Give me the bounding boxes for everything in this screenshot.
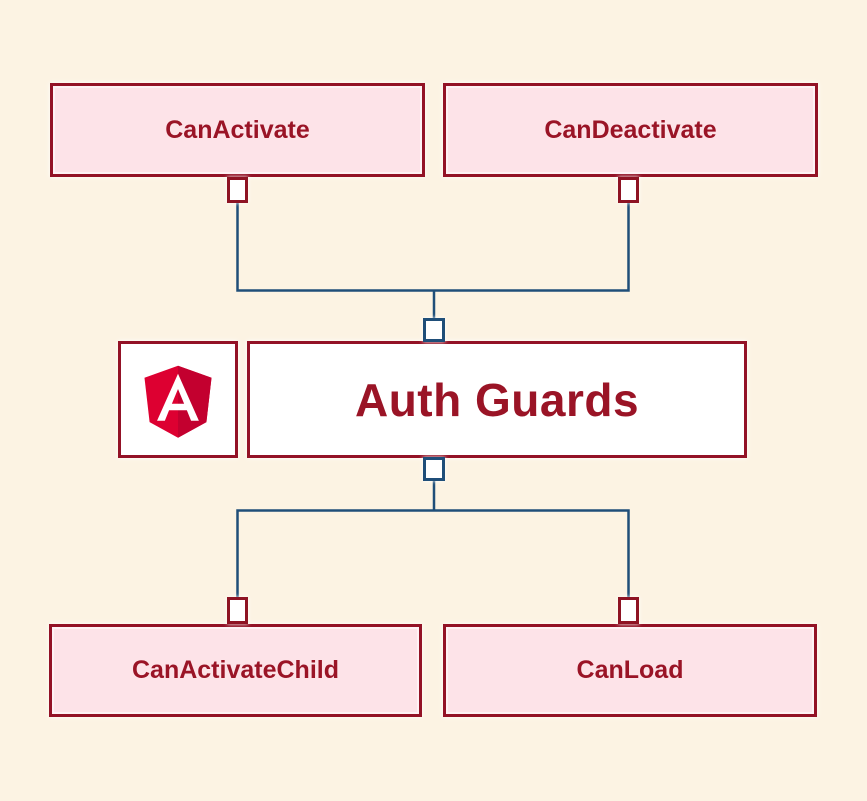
node-can-load-label: CanLoad — [576, 656, 684, 684]
node-can-load: CanLoad — [443, 624, 817, 717]
port-auth-guards-top — [423, 318, 445, 342]
node-can-deactivate-label: CanDeactivate — [544, 115, 717, 144]
port-auth-guards-bottom — [423, 457, 445, 481]
node-auth-guards: Auth Guards — [247, 341, 747, 458]
port-can-load-top — [618, 597, 639, 624]
node-can-activate-child-label: CanActivateChild — [132, 656, 339, 684]
angular-logo-icon — [144, 365, 212, 438]
port-can-activate-child-top — [227, 597, 248, 624]
port-can-activate-bottom — [227, 177, 248, 203]
wire-bottom — [236, 509, 630, 598]
port-can-deactivate-bottom — [618, 177, 639, 203]
angular-logo-box — [118, 341, 238, 458]
wire-top — [236, 202, 630, 292]
node-can-activate-label: CanActivate — [165, 115, 310, 144]
node-can-activate: CanActivate — [50, 83, 425, 177]
node-can-activate-child: CanActivateChild — [49, 624, 422, 717]
node-can-deactivate: CanDeactivate — [443, 83, 818, 177]
node-auth-guards-label: Auth Guards — [354, 373, 640, 426]
